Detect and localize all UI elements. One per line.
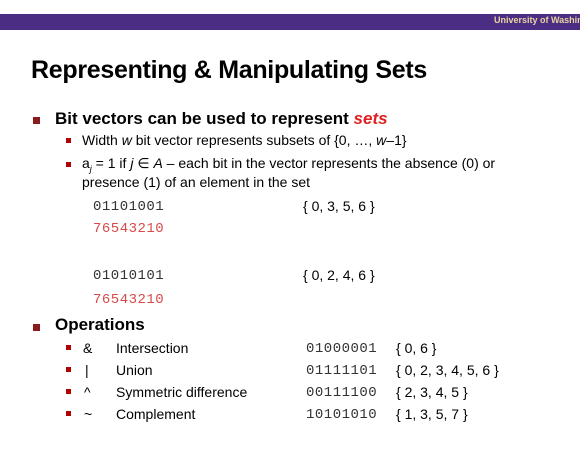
op-symbol: ~: [84, 406, 93, 422]
var-w: w: [121, 132, 132, 148]
header-bar: University of Washington: [0, 14, 580, 30]
example-index: 76543210: [93, 221, 165, 237]
op-bits: 10101010: [306, 407, 378, 423]
op-bits: 01000001: [306, 341, 378, 357]
var-A: A: [153, 155, 163, 171]
slide-title: Representing & Manipulating Sets: [31, 56, 428, 84]
text: ∈: [133, 155, 154, 171]
op-bits: 00111100: [306, 385, 378, 401]
example-index: 76543210: [93, 292, 165, 308]
op-bits: 01111101: [306, 363, 378, 379]
op-symbol: |: [85, 362, 89, 378]
sub-bullet-icon: [66, 162, 71, 167]
var-w: w: [376, 132, 387, 148]
bullet-square-icon: [33, 117, 40, 124]
subscript-j: j: [89, 163, 92, 174]
text: bit vector represents subsets of {0, …,: [131, 132, 377, 148]
op-set: { 1, 3, 5, 7 }: [396, 406, 468, 422]
op-symbol: ^: [84, 384, 91, 400]
op-name: Symmetric difference: [116, 384, 248, 400]
text: –1}: [386, 132, 407, 148]
text: – each bit in the vector represents the …: [162, 155, 496, 171]
sub-bullet-icon: [66, 389, 71, 394]
op-symbol: &: [83, 340, 93, 356]
op-set: { 2, 3, 4, 5 }: [396, 384, 468, 400]
op-set: { 0, 2, 3, 4, 5, 6 }: [396, 362, 499, 378]
sub-bullet-icon: [66, 411, 71, 416]
sub-bullet-membership: aj = 1 if j ∈ A – each bit in the vector…: [82, 155, 495, 174]
text: = 1 if: [91, 155, 131, 171]
sub-bullet-membership-line2: presence (1) of an element in the set: [82, 174, 311, 190]
sub-bullet-icon: [66, 367, 71, 372]
text: Width: [82, 132, 122, 148]
op-name: Intersection: [116, 340, 189, 356]
sub-bullet-icon: [66, 138, 71, 143]
sub-bullet-width: Width w bit vector represents subsets of…: [82, 132, 407, 148]
bullet-bit-vectors: Bit vectors can be used to represent set…: [55, 109, 388, 129]
example-bits: 01010101: [93, 268, 165, 284]
brand-text: University of Washington: [494, 15, 580, 25]
emphasis-sets: sets: [353, 109, 388, 128]
sub-bullet-icon: [66, 345, 71, 350]
text: a: [82, 155, 90, 171]
example-set: { 0, 2, 4, 6 }: [303, 267, 375, 283]
op-name: Union: [116, 362, 153, 378]
op-set: { 0, 6 }: [396, 340, 437, 356]
bullet-square-icon: [33, 324, 40, 331]
var-j: j: [130, 155, 134, 171]
example-set: { 0, 3, 5, 6 }: [303, 198, 375, 214]
op-name: Complement: [116, 406, 196, 422]
bullet-text: Bit vectors can be used to represent: [55, 109, 354, 128]
operations-heading: Operations: [55, 315, 145, 334]
example-bits: 01101001: [93, 199, 165, 215]
